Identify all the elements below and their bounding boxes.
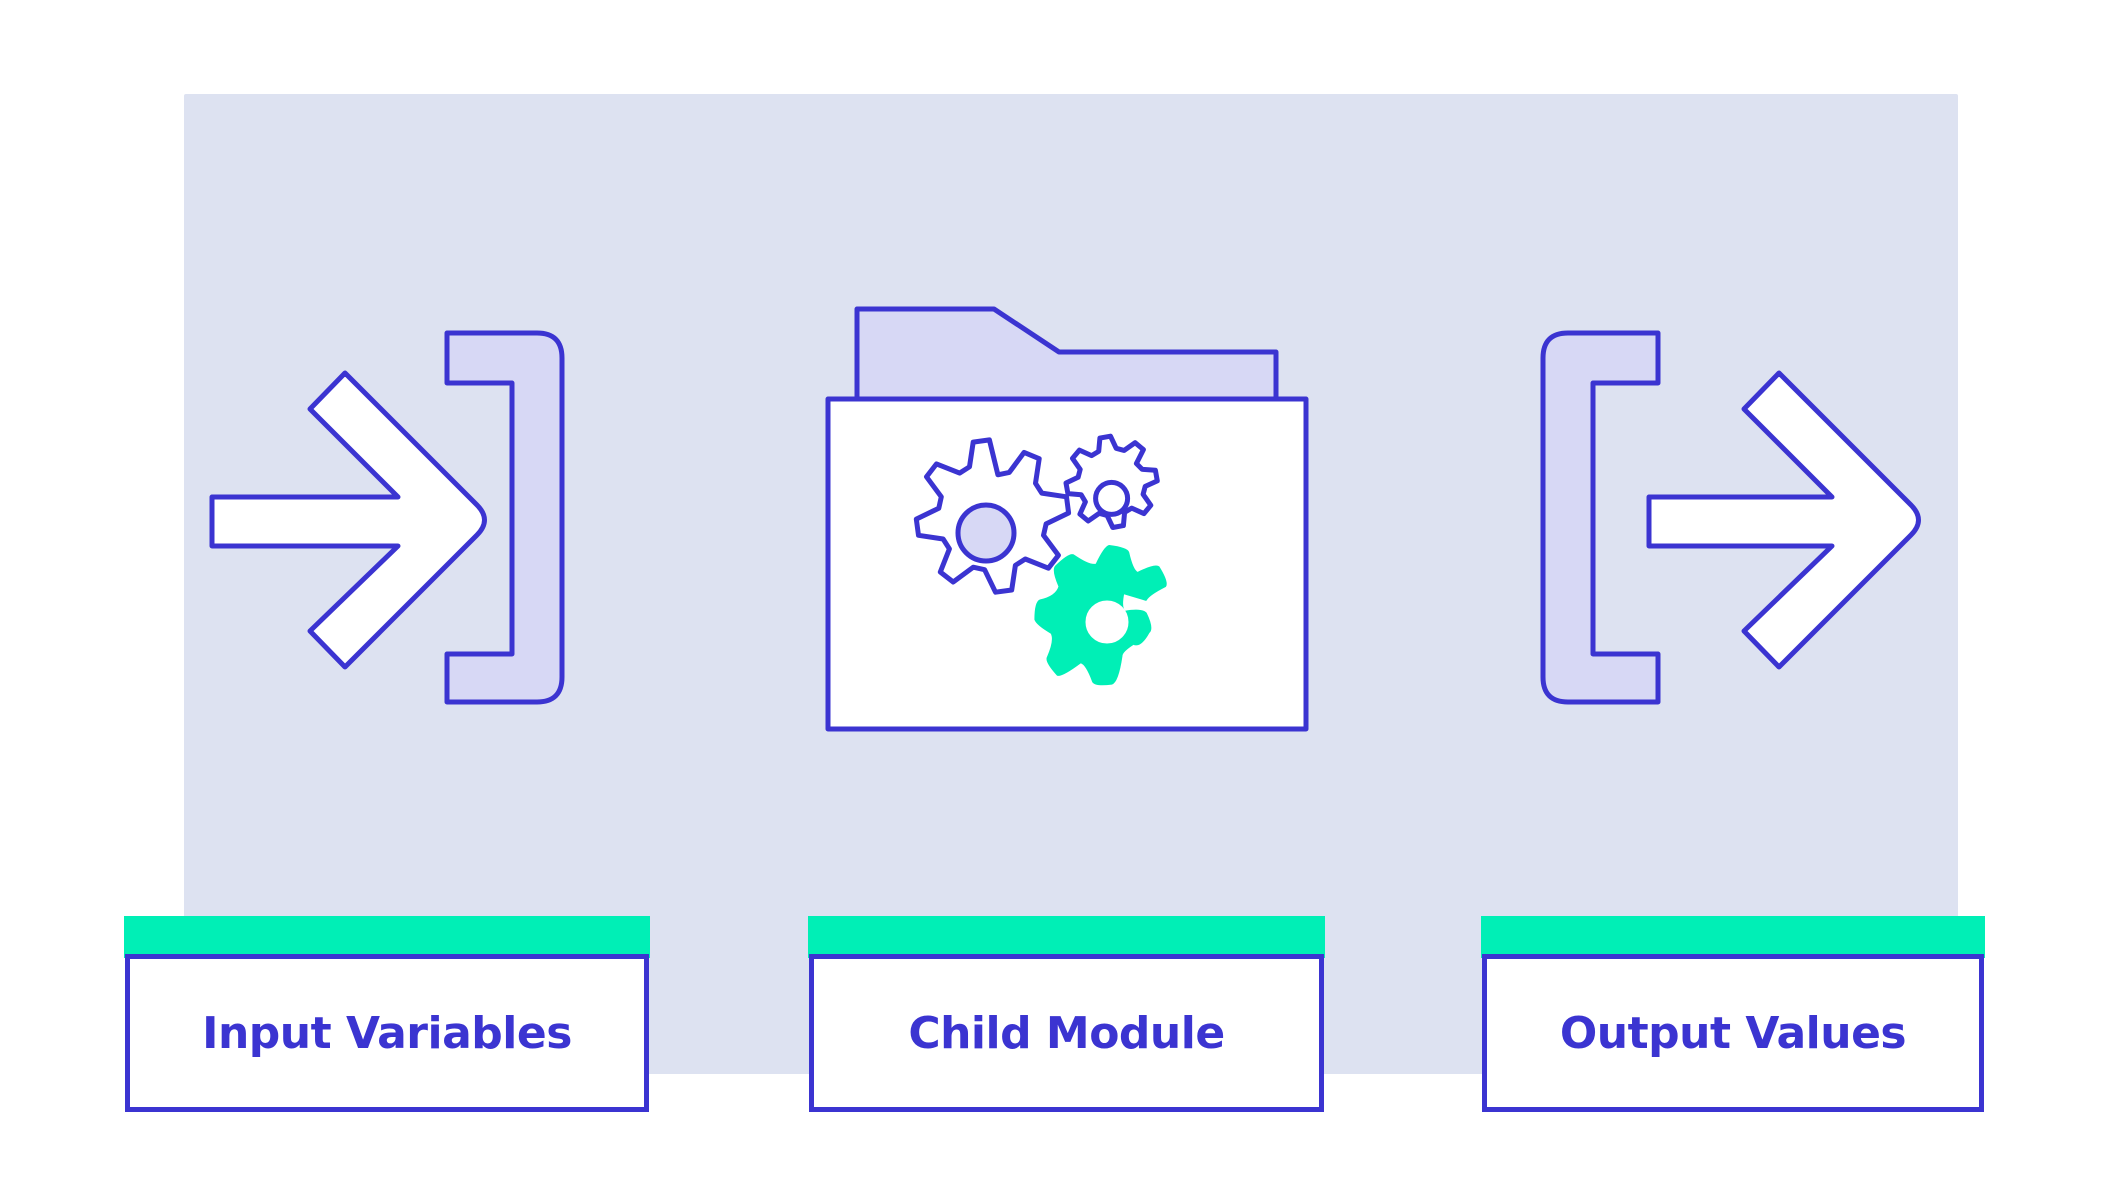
output-bracket [1540,330,1661,705]
input-bracket [444,330,565,705]
folder-gears-icon [825,306,1309,732]
small-gear-hole [1093,479,1131,517]
output-values-label: Output Values [1559,1007,1907,1059]
input-variables-card: Input Variables [124,916,650,1112]
output-values-card: Output Values [1481,916,1985,1112]
enter-arrow-icon [209,330,565,705]
card-accent-bar [1481,916,1985,958]
exit-arrow-icon [1540,330,1921,705]
input-variables-label: Input Variables [202,1007,572,1059]
folder-body [825,396,1309,732]
output-arrow [1646,370,1921,670]
large-gear-hole [955,502,1017,564]
card-box: Child Module [809,954,1324,1112]
green-gear-hole [1085,600,1129,644]
card-box: Output Values [1482,954,1984,1112]
card-accent-bar [808,916,1325,958]
child-module-label: Child Module [908,1007,1225,1059]
folder-tab [854,306,1279,405]
card-accent-bar [124,916,650,958]
input-arrow [209,370,487,670]
child-module-card: Child Module [808,916,1325,1112]
card-box: Input Variables [125,954,649,1112]
